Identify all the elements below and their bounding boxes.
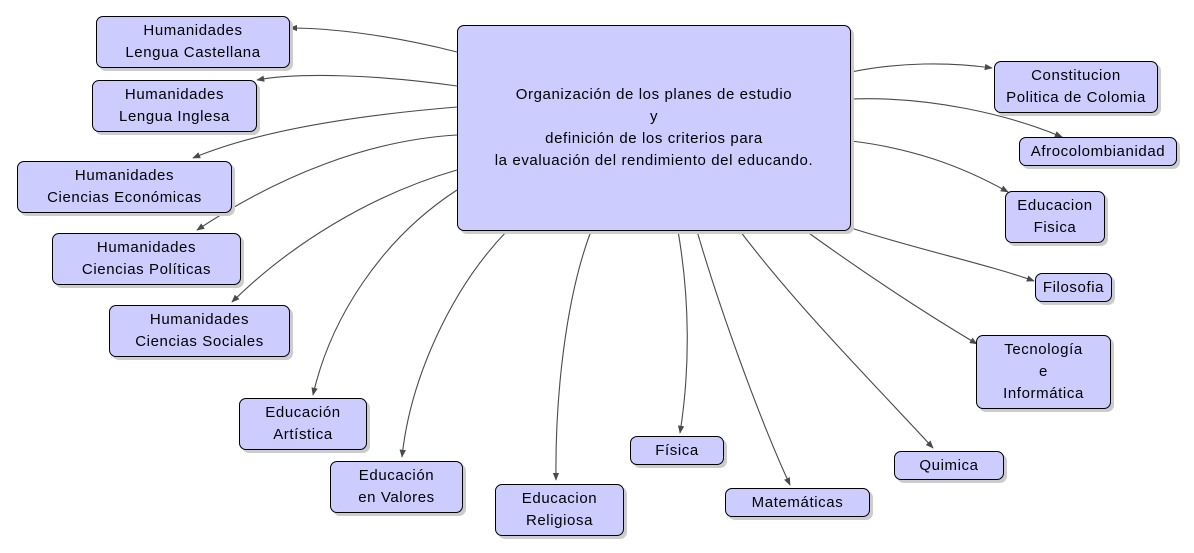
central-topic-line-2: y	[649, 108, 659, 125]
node-label-line: Lengua Castellana	[125, 44, 261, 61]
connector-to-quimica	[739, 230, 934, 449]
node-label-line: Politica de Colomia	[1006, 89, 1146, 106]
connector-to-educacion-en-valores	[399, 230, 508, 458]
connector-to-matematicas	[696, 230, 791, 486]
node-label-line: Física	[655, 441, 699, 459]
node-label-line: Humanidades	[149, 311, 250, 328]
node-label-line: Informática	[1003, 385, 1084, 402]
node-label-line: Lengua Inglesa	[119, 108, 230, 125]
node-label-line: Afrocolombianidad	[1030, 142, 1166, 160]
node-educacion-artistica[interactable]: Educación Artística	[239, 398, 367, 450]
node-label-line: Educación	[265, 404, 341, 421]
node-hum-ciencias-politicas[interactable]: Humanidades Ciencias Políticas	[52, 233, 241, 285]
connector-to-constitucion-politica	[850, 63, 993, 73]
node-label-line: Constitucion	[1031, 67, 1121, 84]
node-filosofia[interactable]: Filosofia	[1035, 273, 1112, 302]
node-quimica[interactable]: Quimica	[894, 451, 1004, 480]
node-educacion-en-valores[interactable]: Educación en Valores	[330, 461, 463, 513]
node-label-line: Tecnología	[1004, 341, 1083, 358]
connector-to-educacion-religiosa	[552, 230, 592, 481]
node-label-line: e	[1039, 363, 1048, 380]
connector-to-ciencias-economicas	[192, 106, 458, 159]
node-label-line: Educacion	[1017, 197, 1093, 214]
node-label-line: Artística	[273, 426, 333, 443]
central-topic-line-3: definición de los criterios para	[545, 130, 763, 147]
connector-to-tecnologia-informatica	[805, 230, 978, 345]
connector-to-educacion-fisica	[850, 140, 1009, 193]
node-tecnologia-informatica[interactable]: Tecnología e Informática	[976, 335, 1111, 409]
node-educacion-religiosa[interactable]: Educacion Religiosa	[495, 484, 624, 536]
node-educacion-fisica[interactable]: Educacion Fisica	[1005, 191, 1105, 243]
connector-to-fisica	[677, 230, 688, 434]
node-matematicas[interactable]: Matemáticas	[725, 488, 870, 517]
node-constitucion-politica[interactable]: Constitucion Politica de Colomia	[994, 61, 1158, 113]
node-label-line: Educación	[358, 467, 435, 484]
node-label-line: Filosofia	[1042, 278, 1105, 296]
node-label-line: Humanidades	[143, 22, 243, 39]
node-label-line: en Valores	[358, 489, 435, 506]
connector-to-afrocolombianidad	[850, 98, 1063, 138]
node-label-line: Humanidades	[124, 86, 225, 103]
node-label-line: Humanidades	[74, 167, 175, 184]
connector-to-lengua-inglesa	[256, 74, 458, 87]
node-label-line: Ciencias Políticas	[81, 261, 212, 278]
connector-to-ciencias-sociales	[231, 169, 458, 303]
node-label-line: Ciencias Económicas	[47, 189, 202, 206]
central-topic-line-4: la evaluación del rendimiento del educan…	[494, 152, 814, 169]
central-topic-node[interactable]: Organización de los planes de estudio y …	[457, 25, 851, 231]
node-hum-ciencias-economicas[interactable]: Humanidades Ciencias Económicas	[17, 161, 232, 213]
node-hum-lengua-inglesa[interactable]: Humanidades Lengua Inglesa	[92, 80, 257, 132]
connector-to-educacion-artistica	[311, 189, 458, 396]
node-label-line: Matemáticas	[751, 493, 844, 511]
node-hum-lengua-castellana[interactable]: Humanidades Lengua Castellana	[96, 16, 290, 68]
node-afrocolombianidad[interactable]: Afrocolombianidad	[1019, 137, 1177, 166]
node-label-line: Ciencias Sociales	[135, 333, 264, 350]
node-label-line: Quimica	[919, 456, 979, 474]
node-hum-ciencias-sociales[interactable]: Humanidades Ciencias Sociales	[109, 305, 290, 357]
node-label-line: Educacion	[521, 490, 598, 507]
node-label-line: Religiosa	[525, 512, 594, 529]
node-label-line: Fisica	[1033, 219, 1077, 236]
connector-to-lengua-castellana	[289, 24, 458, 53]
central-topic-line-1: Organización de los planes de estudio	[515, 86, 793, 103]
node-fisica[interactable]: Física	[630, 436, 724, 465]
connector-to-filosofia	[850, 227, 1035, 282]
node-label-line: Humanidades	[96, 239, 197, 256]
